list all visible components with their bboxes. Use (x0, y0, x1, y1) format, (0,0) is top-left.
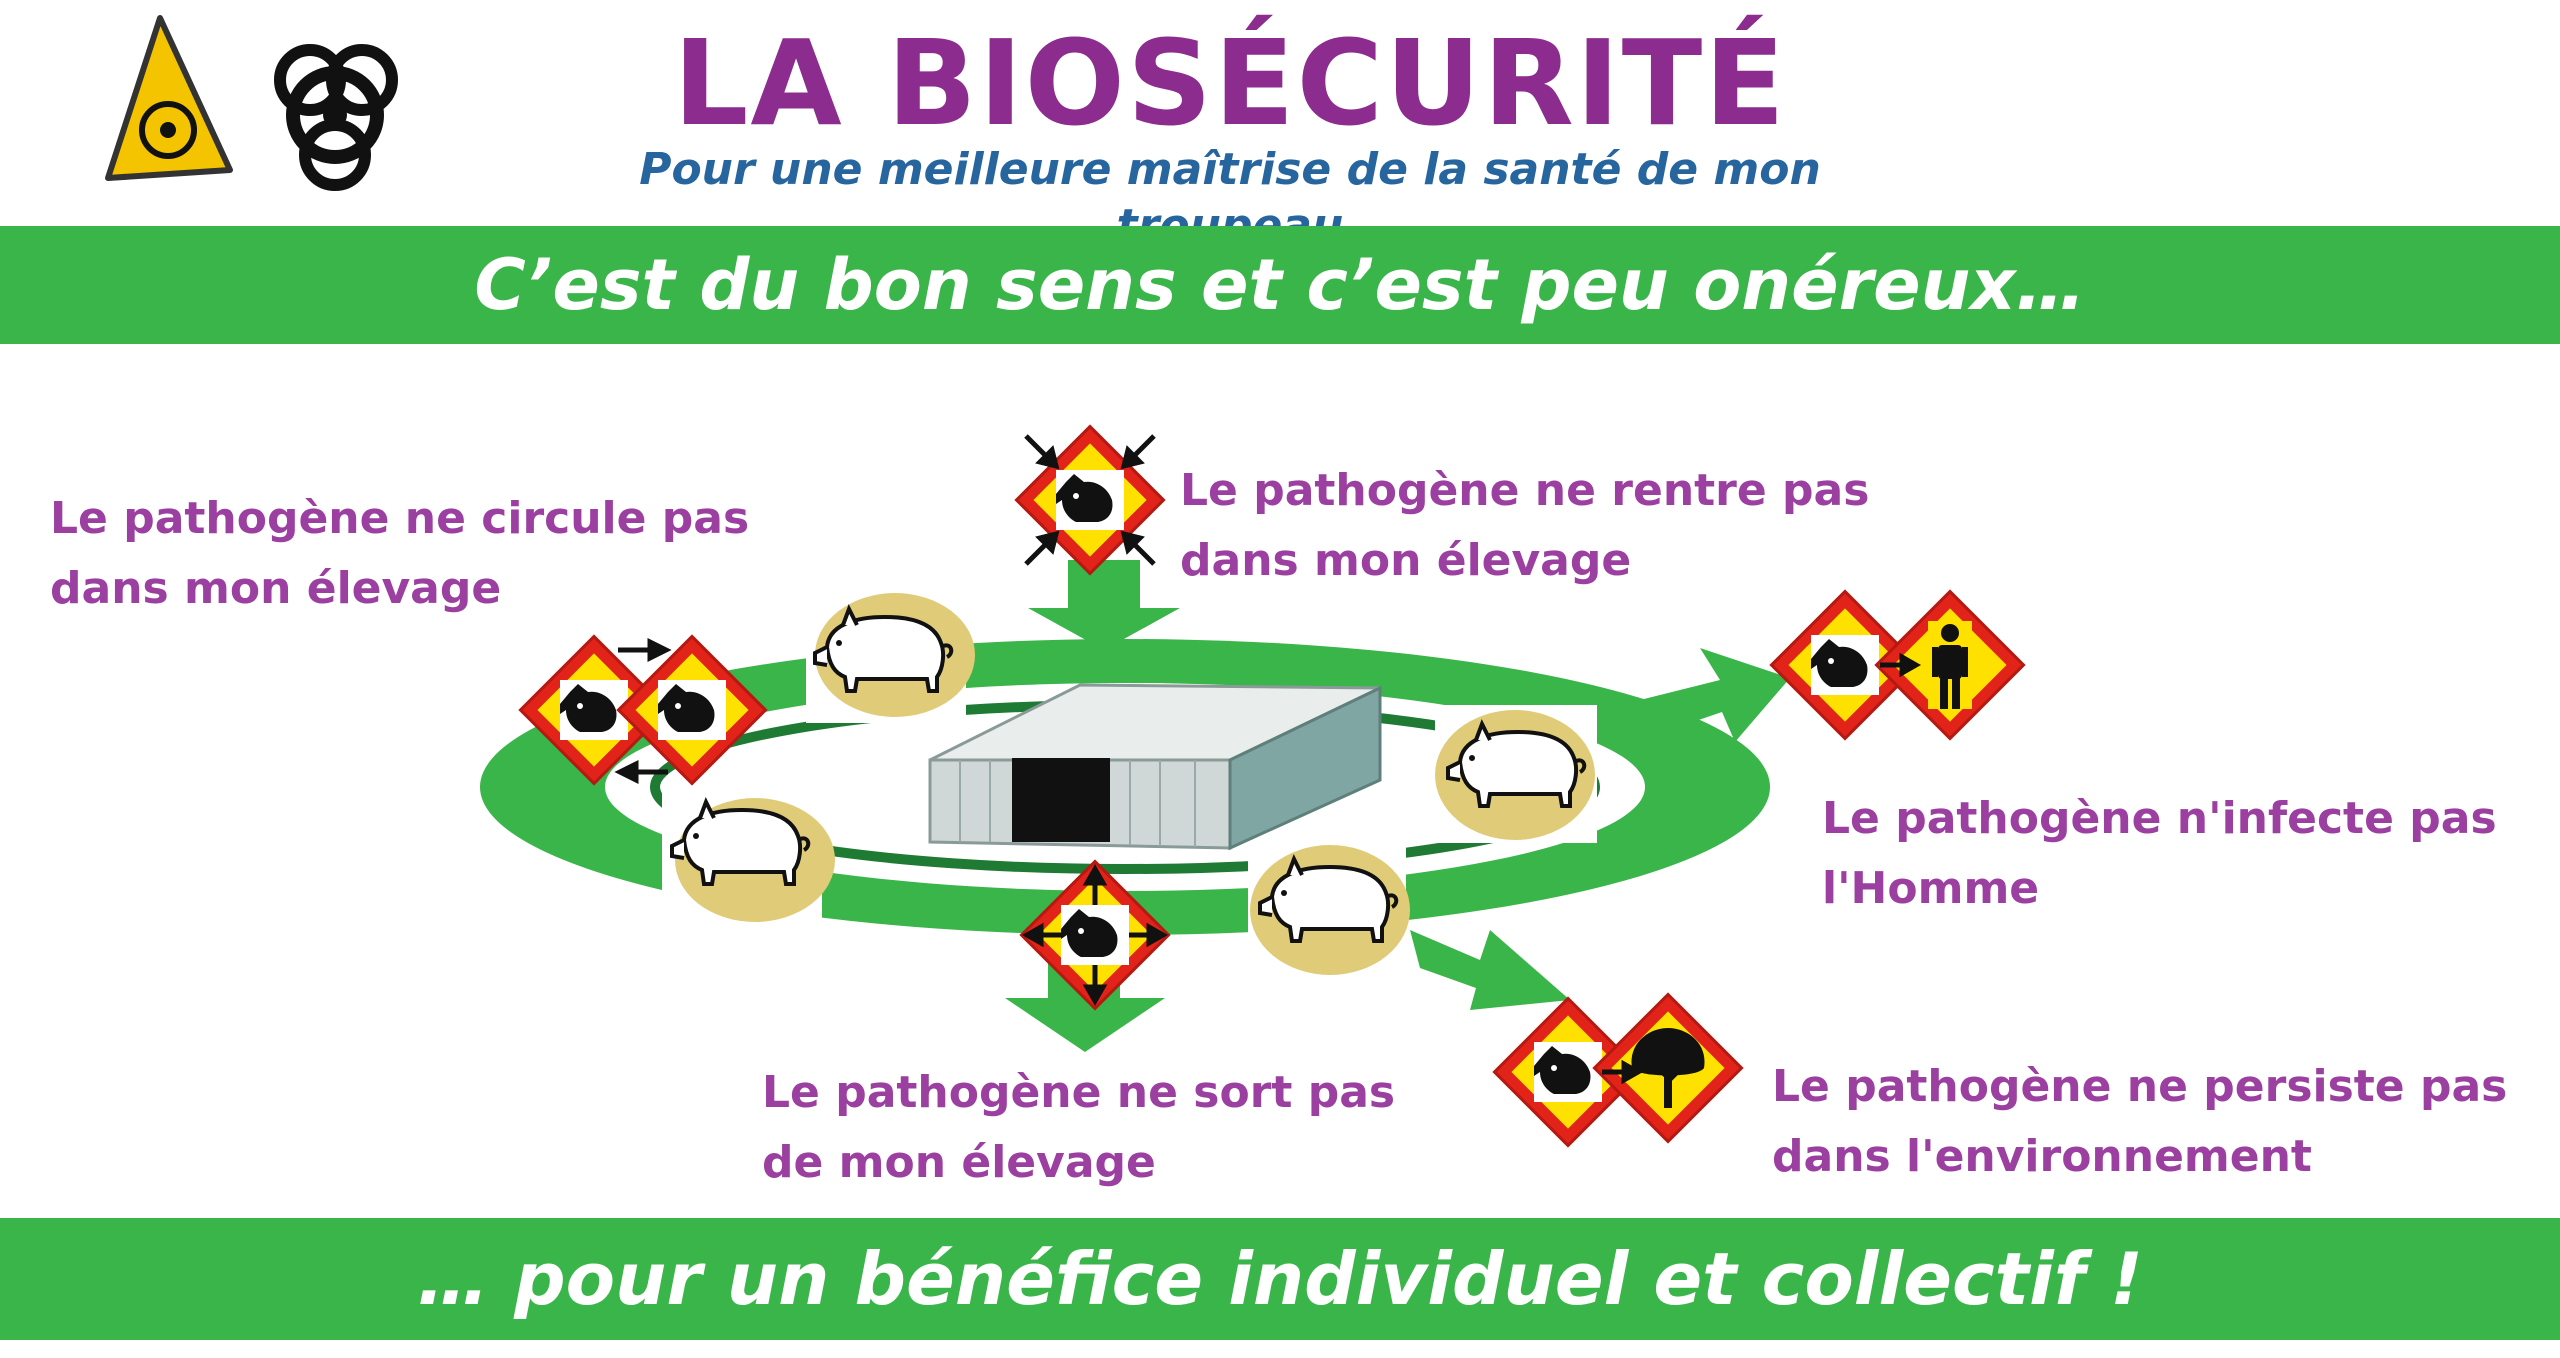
barn-icon (928, 683, 1382, 851)
label-persist-line2: dans l'environnement (1772, 1131, 2312, 1182)
bottom-banner-text: … pour un bénéfice individuel et collect… (417, 1237, 2143, 1321)
pig-outward-arrows-sign-icon (1019, 859, 1171, 1011)
bottom-banner: … pour un bénéfice individuel et collect… (0, 1218, 2560, 1340)
label-circulate: Le pathogène ne circule pas dans mon éle… (50, 484, 749, 624)
pig-icon (1435, 705, 1597, 843)
label-infect-line2: l'Homme (1822, 863, 2040, 914)
label-exit-line2: de mon élevage (762, 1137, 1156, 1188)
label-circulate-line1: Le pathogène ne circule pas (50, 493, 750, 544)
pig-icon (662, 788, 835, 922)
label-enter: Le pathogène ne rentre pas dans mon élev… (1180, 456, 1869, 596)
pig-to-tree-sign-icon (1492, 992, 1744, 1148)
top-banner-text: C’est du bon sens et c’est peu onéreux… (474, 244, 2086, 326)
persist-arrow (1410, 930, 1570, 1010)
label-enter-line1: Le pathogène ne rentre pas (1180, 465, 1870, 516)
pig-to-human-sign-icon (1769, 589, 2026, 741)
page-title: LA BIOSÉCURITÉ (673, 14, 1787, 152)
label-exit: Le pathogène ne sort pas de mon élevage (762, 1058, 1395, 1198)
pig-inward-arrows-sign-icon (1014, 424, 1166, 576)
label-infect-line1: Le pathogène n'infecte pas (1822, 793, 2497, 844)
label-enter-line2: dans mon élevage (1180, 535, 1632, 586)
biohazard-warning-icon (105, 15, 233, 181)
entry-arrow (1028, 560, 1180, 650)
pig-icon (806, 593, 975, 723)
top-banner: C’est du bon sens et c’est peu onéreux… (0, 226, 2560, 344)
label-persist-line1: Le pathogène ne persiste pas (1772, 1061, 2508, 1112)
label-infect: Le pathogène n'infecte pas l'Homme (1822, 784, 2497, 924)
pig-icon (1248, 845, 1410, 975)
pig-transfer-sign-icon (518, 634, 768, 786)
infect-arrow (1620, 648, 1790, 742)
label-exit-line1: Le pathogène ne sort pas (762, 1067, 1396, 1118)
label-circulate-line2: dans mon élevage (50, 563, 502, 614)
biohazard-symbol-icon (274, 44, 398, 191)
label-persist: Le pathogène ne persiste pas dans l'envi… (1772, 1052, 2507, 1192)
